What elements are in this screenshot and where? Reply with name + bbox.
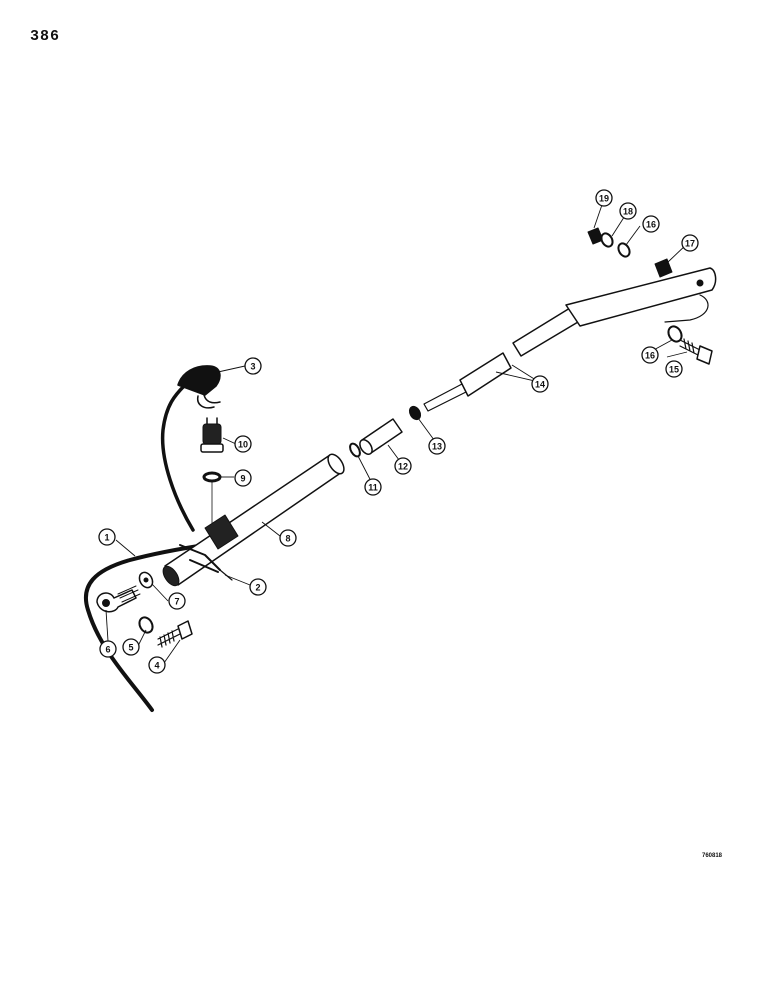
callout-circle — [148, 656, 166, 674]
callout-label: 17 — [685, 239, 695, 249]
switch-wires — [196, 394, 221, 409]
callout-17: 17 — [681, 234, 699, 252]
callout-label: 6 — [105, 645, 110, 655]
callout-label: 1 — [104, 533, 109, 543]
callout-label: 4 — [154, 661, 159, 671]
callout-8: 8 — [279, 529, 297, 547]
washer — [138, 616, 154, 634]
callout-circle — [98, 528, 116, 546]
callout-4: 4 — [148, 656, 166, 674]
callout-6: 6 — [99, 640, 117, 658]
callout-12: 12 — [394, 457, 412, 475]
callout-circle — [99, 640, 117, 658]
washer-16-upper — [617, 242, 631, 258]
rod-end-eye — [102, 599, 110, 607]
spacer — [654, 258, 673, 278]
tube-bracket — [179, 544, 221, 573]
outer-arm-tube — [512, 307, 579, 357]
callout-1: 1 — [98, 528, 116, 546]
callout-circle — [364, 478, 382, 496]
page-number: 386 — [30, 28, 61, 45]
switch-boot — [177, 365, 221, 396]
callout-label: 16 — [645, 351, 655, 361]
callout-circle — [249, 578, 267, 596]
callout-circle — [595, 189, 613, 207]
callout-circle — [234, 469, 252, 487]
rod-end-thread — [117, 585, 141, 603]
callout-circle — [619, 202, 637, 220]
callout-9: 9 — [234, 469, 252, 487]
callout-15: 15 — [665, 360, 683, 378]
callout-16: 16 — [641, 346, 659, 364]
nut-hole — [143, 577, 149, 583]
callout-label: 3 — [250, 362, 255, 372]
callout-19: 19 — [595, 189, 613, 207]
callout-10: 10 — [234, 435, 252, 453]
callout-14: 14 — [531, 375, 549, 393]
callout-circle — [428, 437, 446, 455]
callout-11: 11 — [364, 478, 382, 496]
callout-label: 12 — [398, 462, 408, 472]
washer-18 — [600, 232, 614, 248]
lever-arm — [565, 267, 717, 327]
cable-harness-upper — [160, 383, 195, 532]
callout-circle — [641, 346, 659, 364]
bolt — [157, 627, 181, 648]
callout-label: 2 — [255, 583, 260, 593]
callout-circle — [394, 457, 412, 475]
nut-13 — [408, 405, 422, 421]
callout-label: 11 — [368, 483, 378, 493]
switch-nut — [200, 443, 224, 453]
rod-tube — [459, 352, 512, 397]
main-tube-end — [327, 453, 345, 475]
parts-drawing — [83, 227, 717, 712]
figure-code: 760818 — [702, 853, 723, 859]
callout-label: 5 — [128, 643, 133, 653]
callout-label: 9 — [240, 474, 245, 484]
callout-label: 19 — [599, 194, 609, 204]
callout-13: 13 — [428, 437, 446, 455]
callout-circle — [279, 529, 297, 547]
callout-3: 3 — [244, 357, 262, 375]
callout-label: 7 — [174, 597, 179, 607]
bolt-15-head — [696, 345, 713, 365]
bolt-head — [177, 620, 193, 640]
cable-harness — [83, 543, 207, 712]
callout-circle — [531, 375, 549, 393]
callout-circle — [122, 638, 140, 656]
callout-label: 18 — [623, 207, 633, 217]
callout-label: 16 — [646, 220, 656, 230]
lever-arm-tab — [664, 294, 709, 323]
inner-rod — [423, 383, 467, 412]
callout-5: 5 — [122, 638, 140, 656]
main-tube-bore — [162, 565, 180, 587]
callout-label: 14 — [535, 380, 545, 390]
callout-circle — [642, 215, 660, 233]
callout-circle — [244, 357, 262, 375]
lever-arm-hole — [696, 279, 704, 287]
main-tube — [164, 454, 343, 586]
callout-circle — [234, 435, 252, 453]
callout-label: 8 — [285, 534, 290, 544]
callout-7: 7 — [168, 592, 186, 610]
callout-label: 13 — [432, 442, 442, 452]
callout-label: 15 — [669, 365, 679, 375]
washer-16-lower — [667, 325, 683, 343]
switch-body — [202, 423, 222, 445]
sleeve-end — [359, 439, 373, 455]
tube-collar — [204, 514, 239, 550]
o-ring — [202, 471, 222, 483]
callout-circle — [681, 234, 699, 252]
callout-circle — [665, 360, 683, 378]
bolt-15 — [679, 338, 701, 357]
callout-2: 2 — [249, 578, 267, 596]
callout-circle — [168, 592, 186, 610]
callout-label: 10 — [238, 440, 248, 450]
callout-16: 16 — [642, 215, 660, 233]
callout-18: 18 — [619, 202, 637, 220]
switch-terminals — [206, 417, 218, 425]
